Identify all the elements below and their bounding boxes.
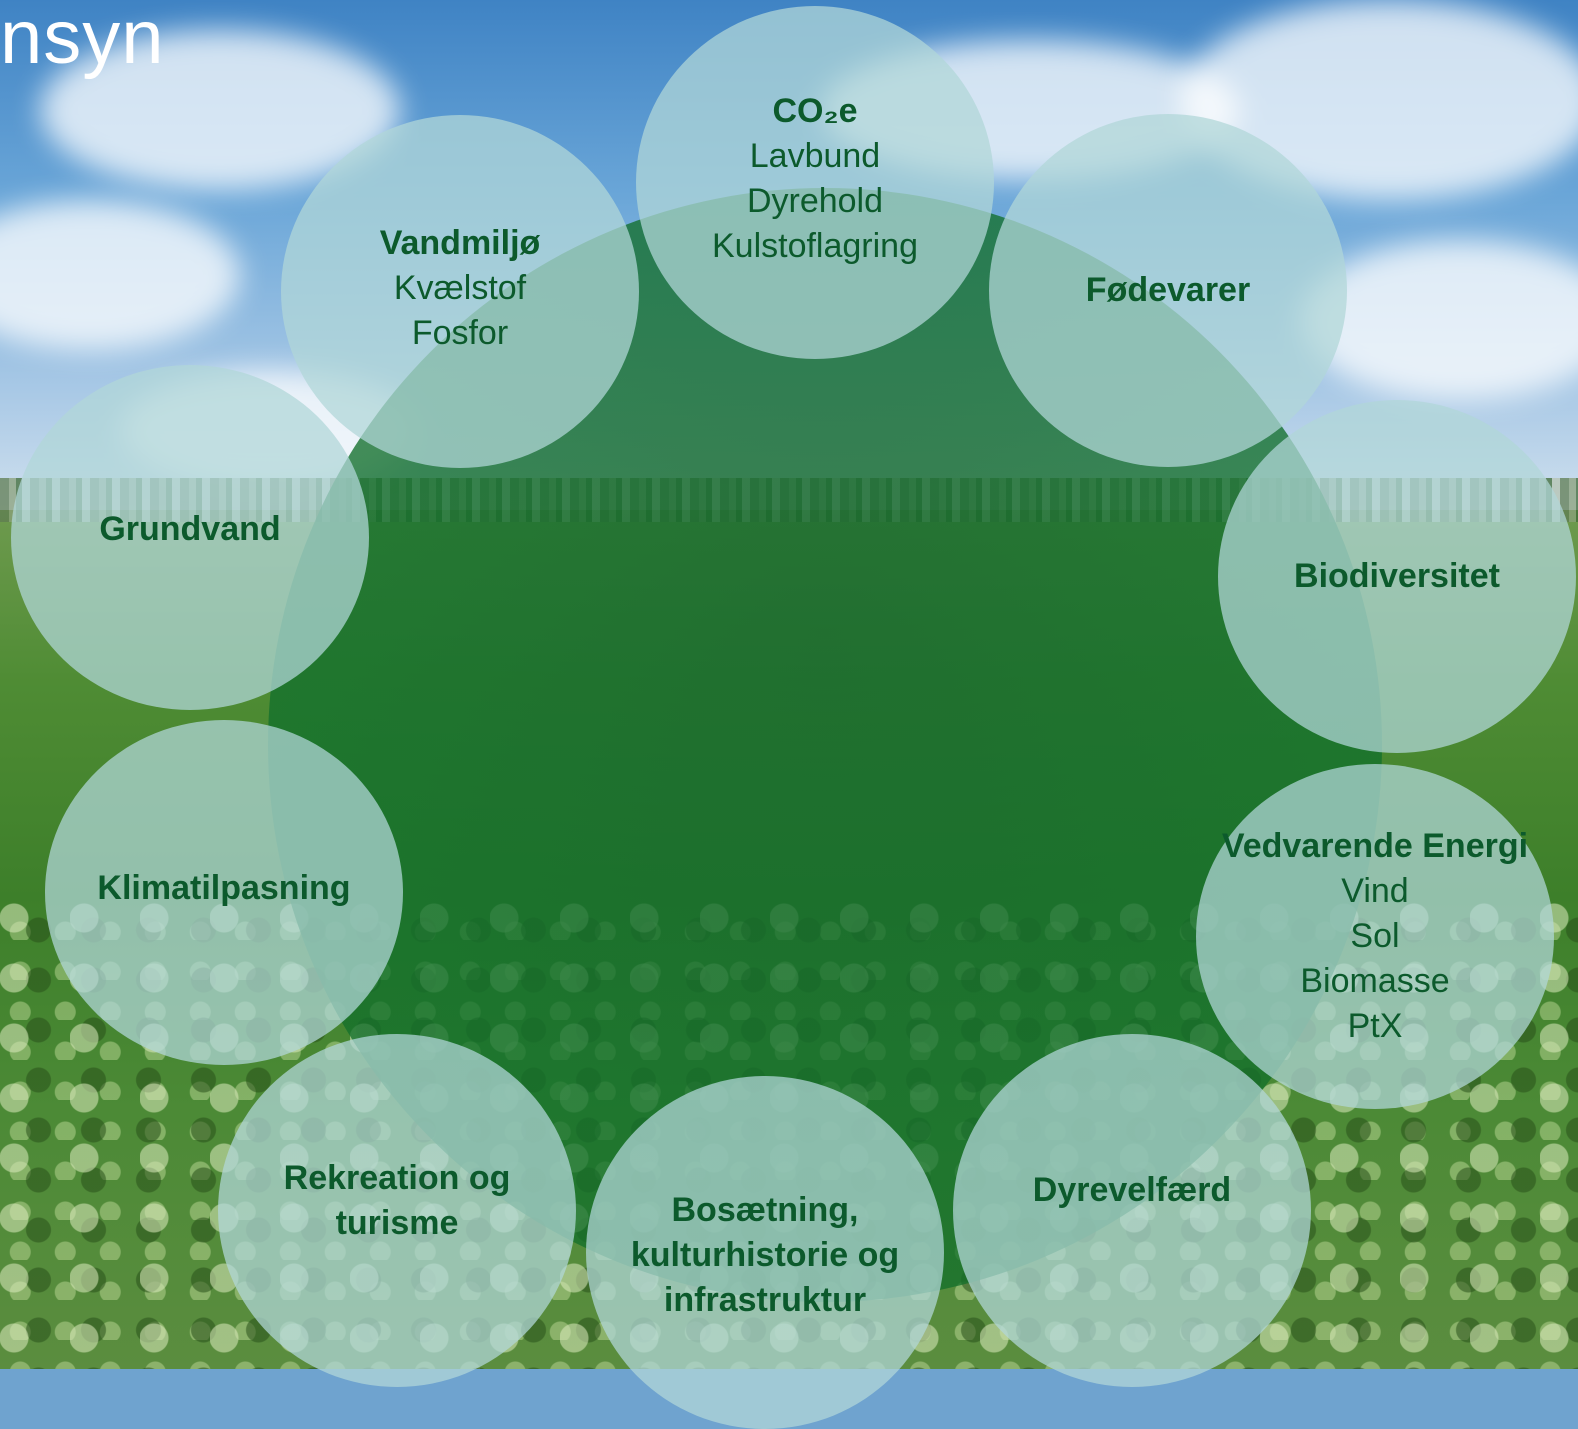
bubble-item: PtX <box>1347 1007 1403 1045</box>
bubble-klimatilpasning: Klimatilpasning <box>45 720 403 1065</box>
bubble-item: Lavbund <box>749 136 881 175</box>
bubble-item: Kulstoflagring <box>711 226 918 265</box>
bubble-bosaetning: Bosætning, kulturhistorie og infrastrukt… <box>586 1076 944 1429</box>
bubble-item: Fosfor <box>411 314 509 352</box>
bubble-co2e: CO₂e Lavbund Dyrehold Kulstoflagring <box>636 6 994 359</box>
bubble-heading: Fødevarer <box>1085 271 1251 309</box>
bubble-heading: Klimatilpasning <box>97 869 351 907</box>
bubble-foedevarer: Fødevarer <box>989 114 1347 467</box>
bubble-grundvand: Grundvand <box>11 365 369 710</box>
bubble-vandmiljoe: Vandmiljø Kvælstof Fosfor <box>281 115 639 468</box>
bubble-heading: Dyrevelfærd <box>1032 1171 1232 1209</box>
bubble-item: Biomasse <box>1300 962 1450 1000</box>
bubble-item: Sol <box>1350 917 1400 955</box>
bubble-heading: Bosætning, kulturhistorie og infrastrukt… <box>630 1191 900 1319</box>
bubble-heading: Grundvand <box>99 510 281 548</box>
bubble-heading: Biodiversitet <box>1294 557 1500 595</box>
bubble-dyrevelfaerd: Dyrevelfærd <box>953 1034 1311 1387</box>
bubble-heading: Vedvarende Energi <box>1221 827 1529 865</box>
bubble-biodiversitet: Biodiversitet <box>1218 400 1576 753</box>
bubble-item: Vind <box>1341 872 1409 910</box>
bubble-vedvarende-energi: Vedvarende Energi Vind Sol Biomasse PtX <box>1196 764 1554 1109</box>
bubble-heading: Vandmiljø <box>379 224 541 262</box>
bubble-heading: Rekreation og turisme <box>283 1159 511 1242</box>
bubble-item: Kvælstof <box>393 269 527 307</box>
page-title-fragment: nsyn <box>0 0 165 80</box>
bubble-rekreation: Rekreation og turisme <box>218 1034 576 1387</box>
bubble-heading: CO₂e <box>772 91 858 130</box>
bubble-item: Dyrehold <box>746 181 884 220</box>
